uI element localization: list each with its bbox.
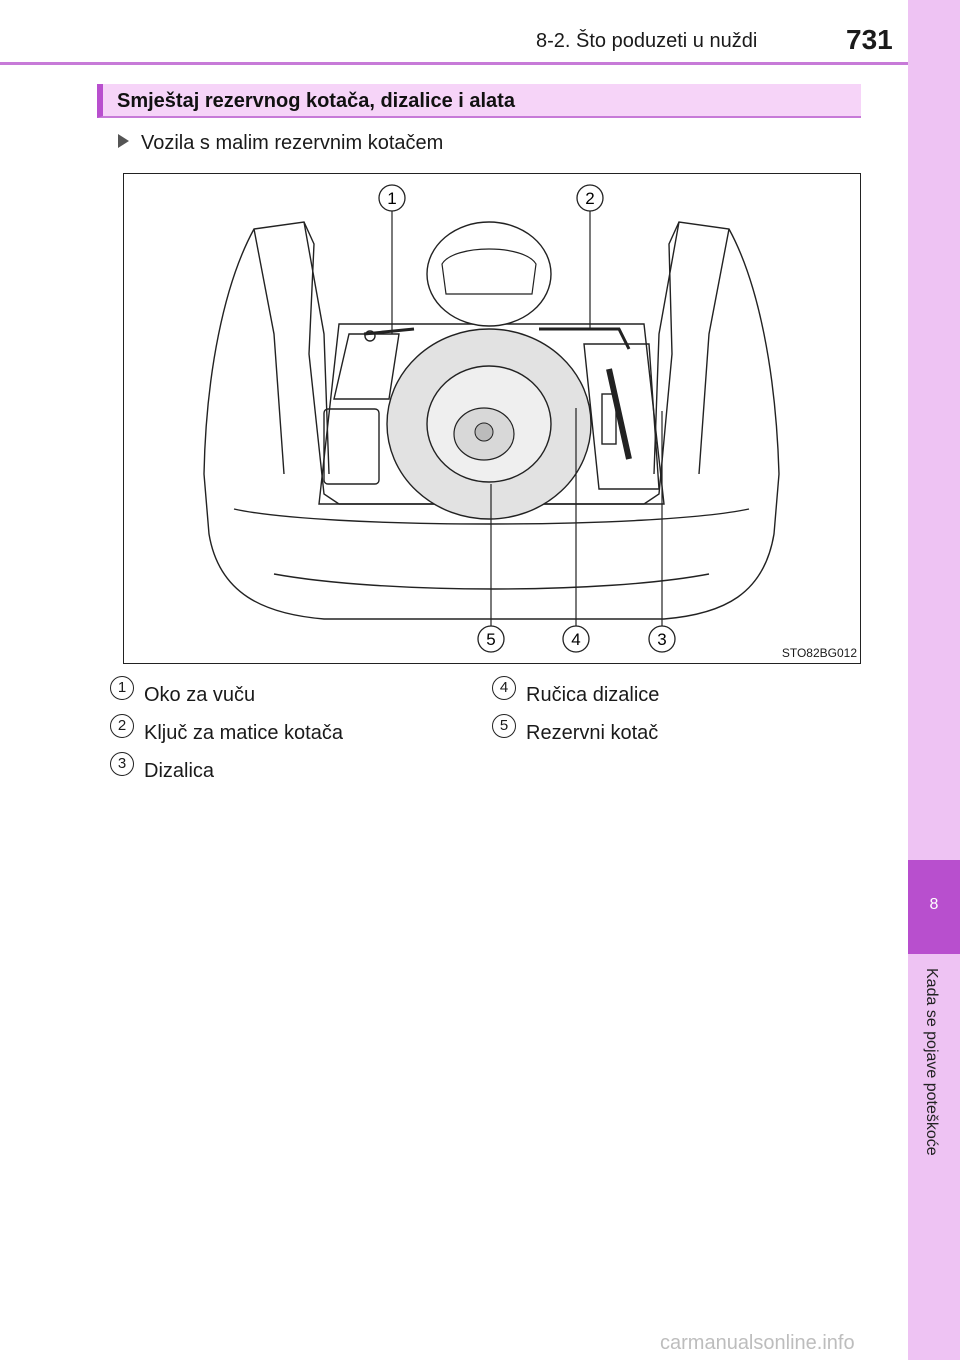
- legend-item-1: 1 Oko za vuču: [110, 676, 256, 707]
- header-rule: [0, 62, 908, 65]
- bumper-lower: [273, 573, 710, 590]
- left-compartment-lid: [333, 333, 400, 400]
- chapter-number: 8: [929, 896, 939, 913]
- trunk-illustration: 1 2 3 4 5 STO82BG012: [123, 173, 861, 664]
- legend-number-1: 1: [110, 676, 134, 700]
- section-subtitle: Vozila s malim rezervnim kotačem: [118, 132, 443, 155]
- section-heading: Smještaj rezervnog kotača, dizalice i al…: [97, 84, 861, 118]
- watermark: carmanualsonline.info: [660, 1332, 855, 1354]
- legend-label-1: Oko za vuču: [144, 684, 256, 706]
- page-number: 731: [846, 24, 893, 55]
- bumper-line: [233, 508, 750, 525]
- legend-item-3: 3 Dizalica: [110, 752, 215, 783]
- callout-5: 5: [486, 630, 495, 649]
- legend-number-5: 5: [492, 714, 516, 738]
- cover-oval: [426, 221, 552, 327]
- header-title: 8-2. Što poduzeti u nuždi: [536, 30, 758, 52]
- trunk-drawing: 1 2 3 4 5: [203, 184, 780, 653]
- triangle-bullet-icon: [118, 134, 129, 148]
- cargo-floor: [318, 323, 665, 505]
- legend-number-4: 4: [492, 676, 516, 700]
- subtitle-text: Vozila s malim rezervnim kotačem: [141, 132, 444, 154]
- legend-label-2: Ključ za matice kotača: [144, 722, 343, 744]
- legend-label-3: Dizalica: [144, 760, 215, 782]
- jack-shape: [606, 368, 632, 460]
- tow-eye-shape: [363, 327, 415, 336]
- legend-label-4: Ručica dizalice: [526, 684, 660, 706]
- left-compartment: [323, 408, 380, 485]
- legend-item-5: 5 Rezervni kotač: [492, 714, 659, 745]
- wheel-wrench-shape: [539, 327, 631, 350]
- section-heading-text: Smještaj rezervnog kotača, dizalice i al…: [117, 90, 515, 112]
- jack-handle-shape: [601, 393, 617, 445]
- chapter-title: Kada se pojave poteškoće: [923, 968, 940, 1156]
- legend-item-2: 2 Ključ za matice kotača: [110, 714, 343, 745]
- callout-3: 3: [657, 630, 666, 649]
- chapter-side-tab[interactable]: 8 Kada se pojave poteškoće: [908, 0, 960, 1360]
- legend-number-2: 2: [110, 714, 134, 738]
- callout-1: 1: [387, 189, 396, 208]
- legend-label-5: Rezervni kotač: [526, 722, 659, 744]
- legend-number-3: 3: [110, 752, 134, 776]
- car-body-outline: [203, 221, 780, 620]
- chapter-number-block: [908, 860, 960, 954]
- callout-4: 4: [571, 630, 580, 649]
- legend-item-4: 4 Ručica dizalice: [492, 676, 660, 707]
- right-pillar: [653, 221, 730, 475]
- callout-2: 2: [585, 189, 594, 208]
- figure-code: STO82BG012: [781, 646, 857, 660]
